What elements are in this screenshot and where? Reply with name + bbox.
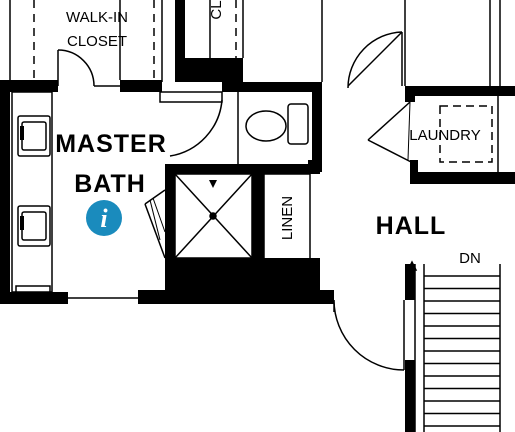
label-closet-partial: CL: [208, 0, 225, 19]
doors: [57, 31, 416, 371]
thin-lines: [9, 0, 501, 432]
toilet-tank: [287, 103, 309, 145]
sink-upper: [17, 115, 51, 157]
wall-top-mid: [120, 80, 162, 92]
info-icon[interactable]: [86, 200, 122, 236]
door-hall-arc: [333, 299, 405, 371]
label-master-line2: BATH: [74, 170, 146, 198]
wall-hall-right-top: [405, 264, 415, 300]
wall-laundry-top: [405, 86, 515, 96]
wall-top-right: [222, 82, 322, 92]
wall-laundry-left-low: [410, 160, 418, 184]
wall-left-outer: [0, 80, 10, 300]
info-button[interactable]: i: [86, 200, 122, 236]
shower-pan: [174, 173, 253, 259]
sink-lower: [17, 205, 51, 247]
info-glyph: i: [100, 204, 108, 233]
shower-drain: [209, 212, 217, 220]
wall-laundry-left: [405, 86, 415, 102]
label-walkin-line2: CLOSET: [67, 33, 127, 50]
wall-shower-top: [165, 164, 260, 174]
stairs: [424, 275, 500, 427]
wall-shower-base: [165, 258, 320, 292]
label-master-line1: MASTER: [55, 130, 167, 158]
wall-bath-right-low: [322, 290, 334, 304]
wall-linen-left: [252, 164, 264, 260]
shower: [174, 173, 253, 259]
stairs-arrow: [406, 260, 418, 300]
sinks: [15, 115, 51, 297]
door-bath-arc: [169, 99, 223, 157]
wall-closet-base: [175, 58, 243, 82]
door-top-right-arc: [347, 31, 403, 89]
wall-top-left: [0, 80, 58, 92]
label-walkin-line1: WALK-IN: [66, 9, 128, 26]
label-linen: LINEN: [279, 196, 296, 240]
wall-laundry-bottom: [415, 172, 515, 184]
wall-hall-right-low: [405, 360, 415, 432]
door-bath-leaf: [159, 91, 223, 103]
wall-shower-left: [165, 170, 175, 260]
label-hall: HALL: [376, 212, 447, 240]
label-laundry: LAUNDRY: [409, 127, 480, 144]
laundry-washer: [439, 105, 493, 163]
wall-closet-column: [175, 0, 185, 82]
toilet-bowl: [245, 110, 287, 142]
wall-bottom-left: [0, 292, 68, 304]
wall-linen-top: [252, 164, 320, 174]
door-walkin-arc: [57, 49, 95, 87]
label-stairs-dn: DN: [459, 250, 481, 267]
wall-bottom-mid: [138, 290, 334, 304]
wall-bath-right: [312, 82, 322, 172]
